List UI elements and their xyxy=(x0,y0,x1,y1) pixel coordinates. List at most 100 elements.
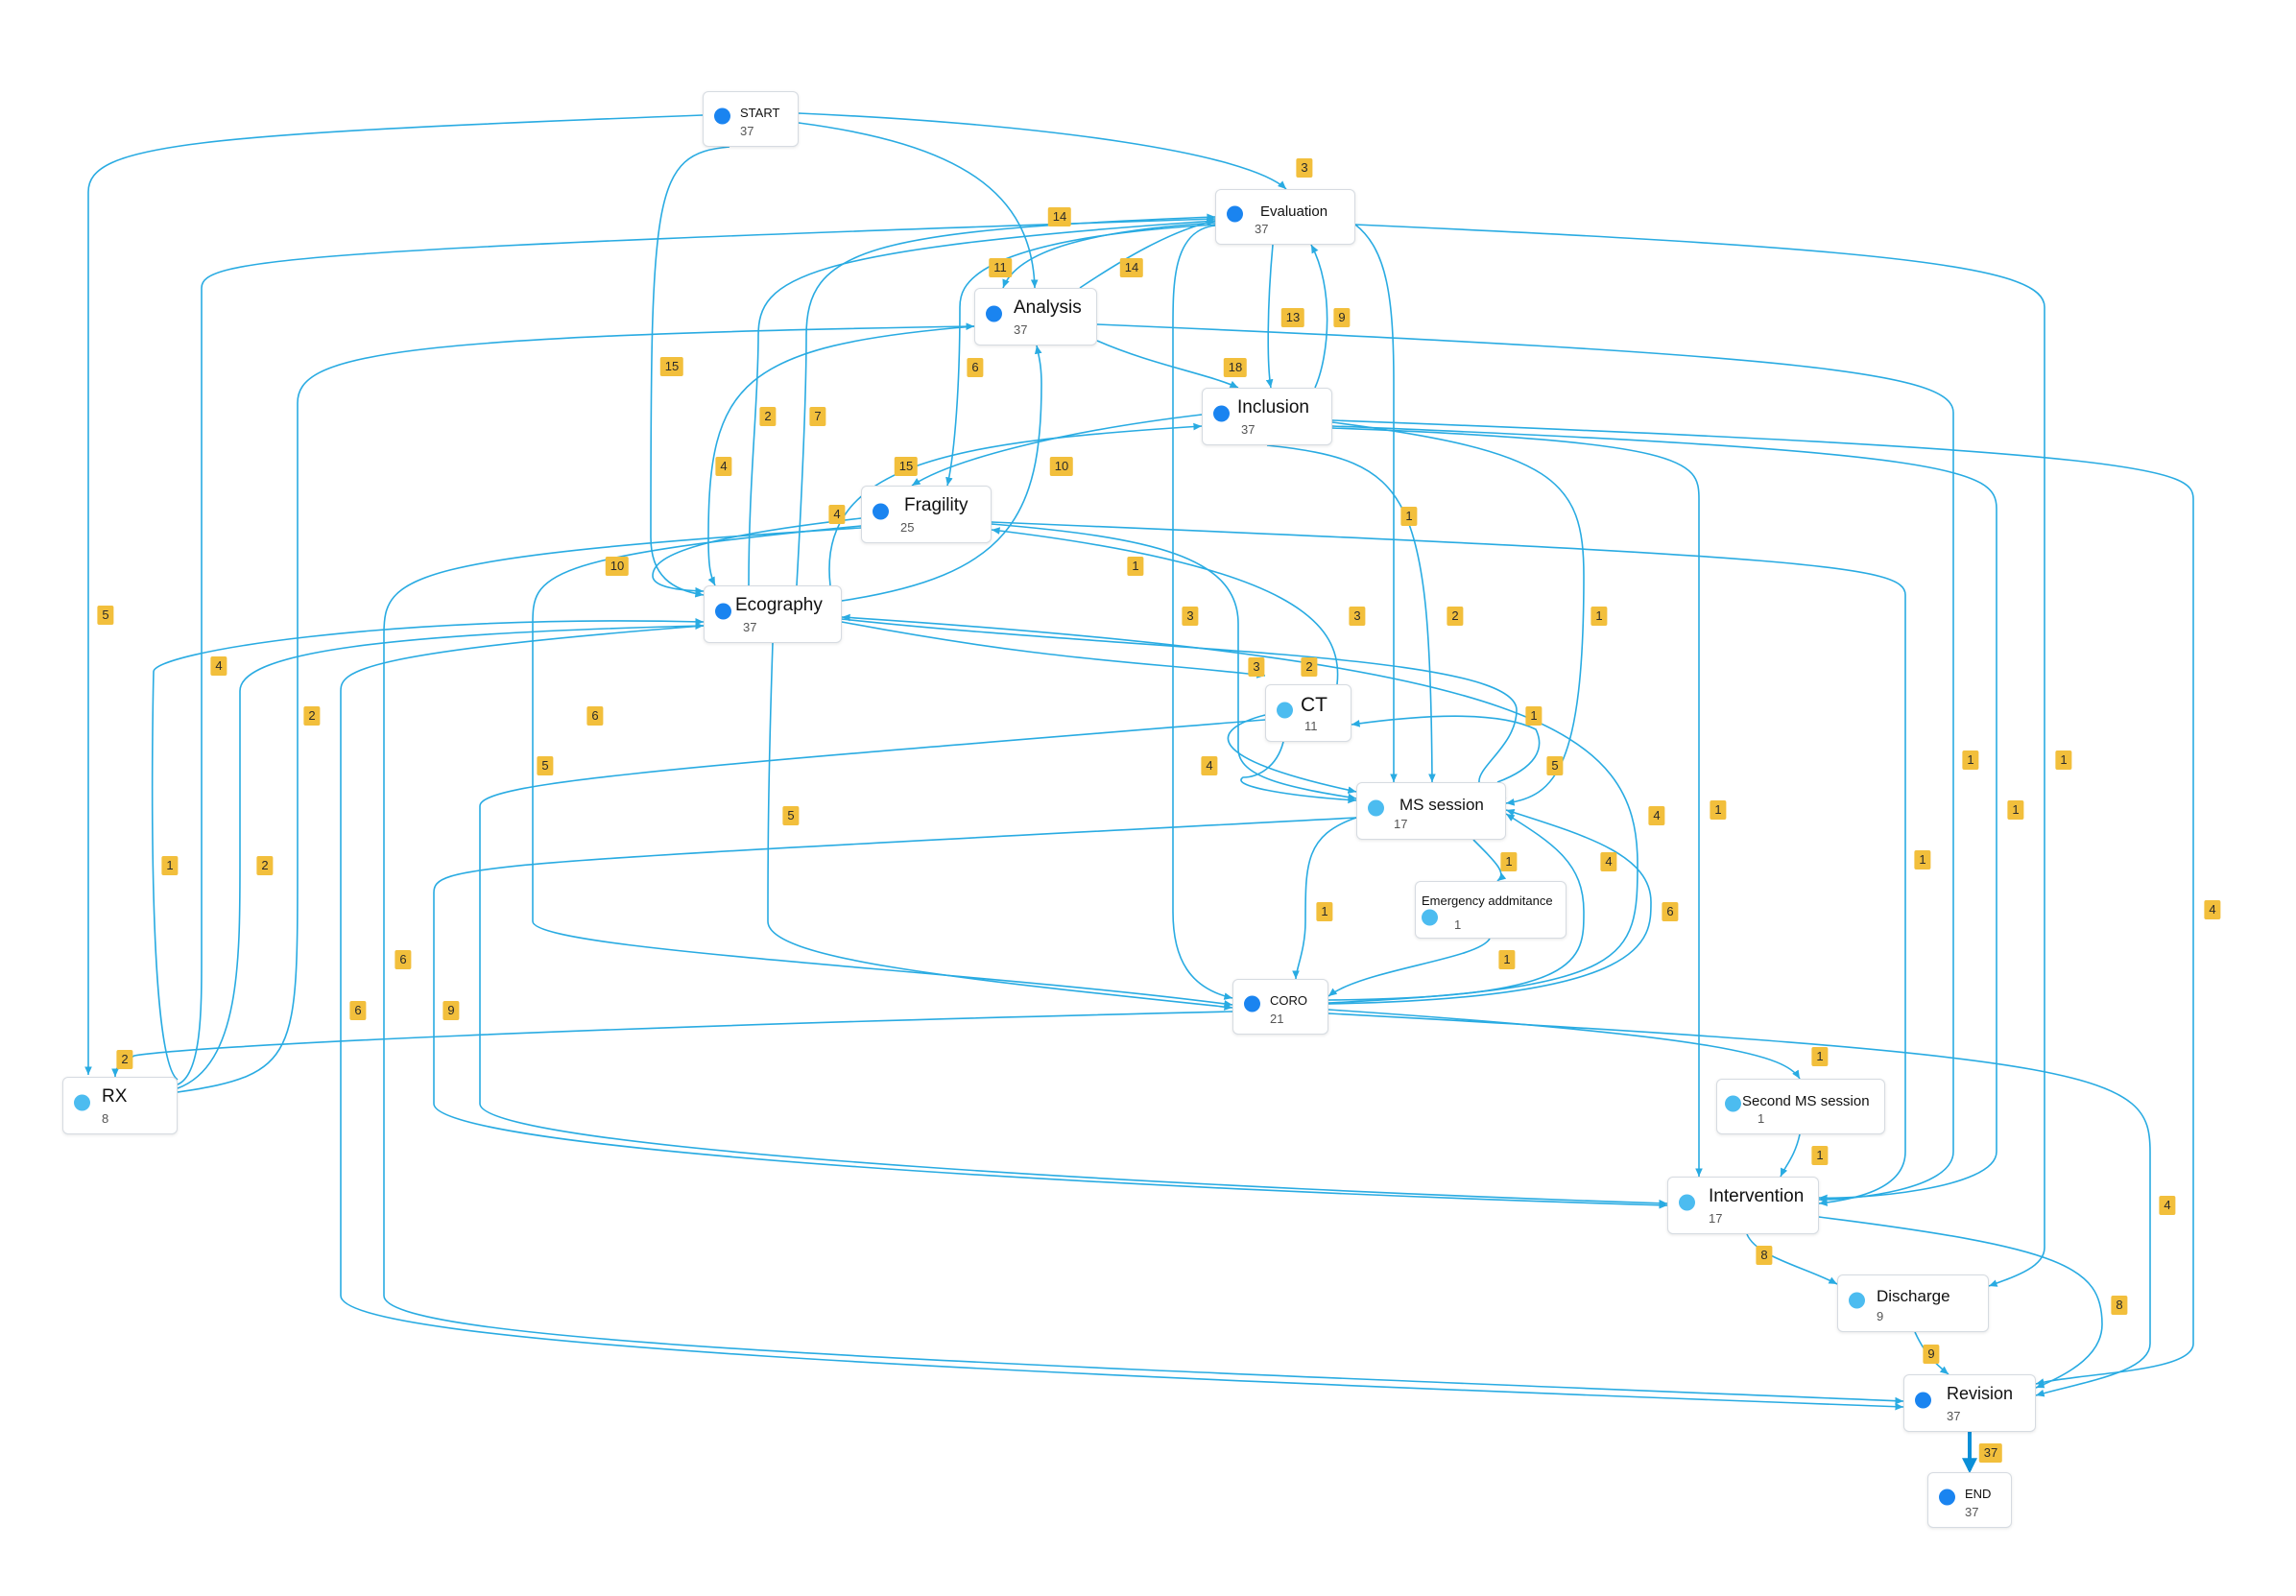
node-label: END xyxy=(1965,1487,1992,1501)
edge-ct-to-ms[interactable] xyxy=(1240,741,1357,804)
edge-count-badge: 18 xyxy=(1223,358,1248,377)
edge-count-badge: 1 xyxy=(1500,852,1518,871)
edge-count-badge: 5 xyxy=(1546,756,1564,775)
node-ms-session[interactable]: MS session 17 xyxy=(1356,782,1506,840)
node-count: 21 xyxy=(1270,1012,1284,1026)
edge-count-badge: 6 xyxy=(395,950,412,969)
dot-icon xyxy=(1939,1489,1955,1506)
edge-intervention-to-discharge[interactable] xyxy=(1746,1233,1838,1285)
dot-icon xyxy=(1849,1292,1865,1309)
edge-rx-to-analysis[interactable] xyxy=(177,322,975,1093)
edge-ecography-to-revision[interactable] xyxy=(340,625,1904,1411)
edge-ecography-to-evaluation[interactable] xyxy=(796,213,1216,586)
edge-ms-to-ct[interactable] xyxy=(1351,715,1541,783)
edge-inclusion-to-ms[interactable] xyxy=(1331,421,1585,806)
edge-count-badge: 2 xyxy=(256,856,274,875)
edge-fragility-to-ecography[interactable] xyxy=(652,517,862,595)
edge-count-badge: 5 xyxy=(97,606,114,625)
edge-evaluation-to-ms[interactable] xyxy=(1354,224,1398,782)
node-count: 37 xyxy=(1241,422,1256,437)
edge-ecography-to-ct[interactable] xyxy=(841,621,1266,679)
edge-evaluation-to-discharge[interactable] xyxy=(1354,224,2045,1287)
edge-start-to-rx[interactable] xyxy=(84,114,704,1075)
edge-ecography-to-evaluation[interactable] xyxy=(748,217,1216,586)
node-count: 9 xyxy=(1877,1309,1884,1323)
edge-analysis-to-inclusion[interactable] xyxy=(1096,340,1239,389)
node-fragility[interactable]: Fragility 25 xyxy=(861,486,992,543)
edge-start-to-analysis[interactable] xyxy=(798,122,1039,289)
node-label: Second MS session xyxy=(1742,1093,1870,1109)
node-intervention[interactable]: Intervention 17 xyxy=(1667,1177,1819,1234)
node-second-ms-session[interactable]: Second MS session 1 xyxy=(1716,1079,1885,1134)
edge-inclusion-to-intervention[interactable] xyxy=(1331,425,1997,1203)
node-count: 11 xyxy=(1304,719,1318,733)
edge-evaluation-to-coro[interactable] xyxy=(1172,225,1233,1000)
edge-rx-to-evaluation[interactable] xyxy=(177,215,1216,1085)
node-label: Analysis xyxy=(1014,298,1082,318)
dot-icon xyxy=(1368,799,1384,817)
node-count: 37 xyxy=(1255,222,1269,236)
edge-ecography-to-ms[interactable] xyxy=(841,618,1518,800)
edge-count-badge: 4 xyxy=(828,505,846,524)
edge-count-badge: 1 xyxy=(1400,507,1418,526)
edge-analysis-to-ecography[interactable] xyxy=(707,325,975,586)
edge-coro-to-ms[interactable] xyxy=(1327,808,1652,1005)
edge-analysis-to-intervention[interactable] xyxy=(1096,323,1954,1203)
edge-start-to-ecography[interactable] xyxy=(650,146,730,598)
node-coro[interactable]: CORO 21 xyxy=(1232,979,1328,1035)
edge-inclusion-to-evaluation[interactable] xyxy=(1310,244,1328,389)
edge-count-badge: 4 xyxy=(2159,1196,2176,1215)
edge-coro-to-revision[interactable] xyxy=(1327,1012,2151,1397)
edge-ct-to-intervention[interactable] xyxy=(479,719,1668,1207)
node-rx[interactable]: RX 8 xyxy=(62,1077,178,1134)
edge-fragility-to-intervention[interactable] xyxy=(991,521,1906,1206)
edge-ms-to-emergency[interactable] xyxy=(1472,839,1507,882)
edge-inclusion-to-intervention[interactable] xyxy=(1331,427,1703,1177)
edge-count-badge: 13 xyxy=(1280,308,1305,327)
node-discharge[interactable]: Discharge 9 xyxy=(1837,1274,1989,1332)
edge-evaluation-to-inclusion[interactable] xyxy=(1265,244,1274,389)
edge-coro-to-ms[interactable] xyxy=(1327,813,1585,1001)
edge-count-badge: 1 xyxy=(2007,800,2024,820)
edge-second-to-intervention[interactable] xyxy=(1780,1133,1801,1178)
dot-icon xyxy=(1422,909,1438,926)
edge-count-badge: 1 xyxy=(1811,1047,1829,1066)
edge-fragility-to-coro[interactable] xyxy=(532,525,1233,1008)
dot-icon xyxy=(1213,405,1230,422)
edge-fragility-to-revision[interactable] xyxy=(383,527,1904,1405)
edge-coro-to-ecography[interactable] xyxy=(841,613,1638,1004)
node-ct[interactable]: CT 11 xyxy=(1265,684,1351,742)
node-end[interactable]: END 37 xyxy=(1927,1472,2012,1528)
edge-fragility-to-ms[interactable] xyxy=(991,523,1357,801)
edge-count-badge: 10 xyxy=(605,557,630,576)
edge-ct-to-fragility[interactable] xyxy=(991,527,1339,685)
edge-ms-to-coro[interactable] xyxy=(1292,817,1357,980)
node-analysis[interactable]: Analysis 37 xyxy=(974,288,1097,345)
node-evaluation[interactable]: Evaluation 37 xyxy=(1215,189,1355,245)
edge-count-badge: 4 xyxy=(1648,806,1665,825)
edge-ecography-to-inclusion[interactable] xyxy=(828,422,1203,586)
edge-inclusion-to-fragility[interactable] xyxy=(911,414,1203,487)
edge-evaluation-to-fragility[interactable] xyxy=(945,224,1216,487)
node-inclusion[interactable]: Inclusion 37 xyxy=(1202,388,1332,445)
edge-rx-to-ecography[interactable] xyxy=(151,617,705,1081)
node-ecography[interactable]: Ecography 37 xyxy=(704,585,842,643)
edge-intervention-to-revision[interactable] xyxy=(1818,1216,2103,1389)
edge-inclusion-to-revision[interactable] xyxy=(1331,419,2194,1386)
edge-emergency-to-coro[interactable] xyxy=(1327,938,1491,997)
edge-ecography-to-coro[interactable] xyxy=(767,642,1233,1011)
edge-start-to-evaluation[interactable] xyxy=(798,112,1287,190)
edge-ms-to-intervention[interactable] xyxy=(433,817,1668,1209)
node-label: CT xyxy=(1301,694,1327,716)
node-start[interactable]: START 37 xyxy=(703,91,799,147)
edge-coro-to-second[interactable] xyxy=(1327,1009,1801,1080)
node-count: 37 xyxy=(740,124,754,138)
edge-ecography-to-analysis[interactable] xyxy=(841,345,1042,602)
edge-rx-to-ecography[interactable] xyxy=(177,622,705,1089)
edge-count-badge: 2 xyxy=(1301,657,1318,677)
node-emergency-admittance[interactable]: Emergency addmitance 1 xyxy=(1415,881,1567,939)
node-revision[interactable]: Revision 37 xyxy=(1903,1374,2036,1432)
dot-icon xyxy=(1277,702,1293,719)
edge-coro-to-rx[interactable] xyxy=(111,1011,1233,1078)
edge-count-badge: 1 xyxy=(1590,607,1608,626)
